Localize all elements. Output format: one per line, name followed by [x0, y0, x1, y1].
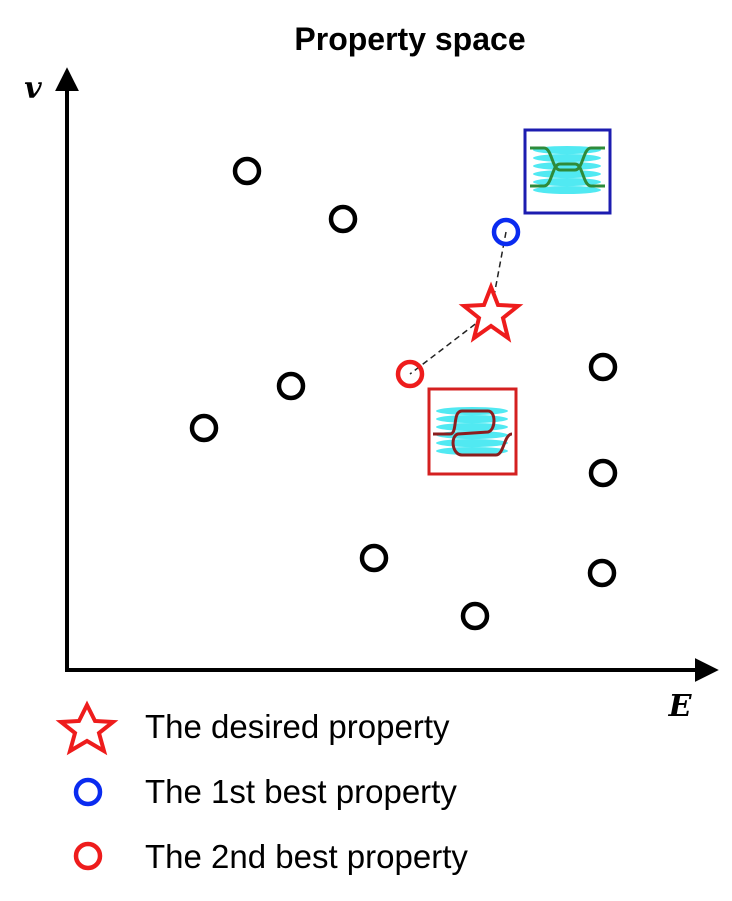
x-axis-label: E — [668, 689, 693, 724]
legend-red-circle-icon — [73, 841, 103, 871]
best-2-point — [395, 359, 425, 389]
candidate-point — [189, 413, 219, 443]
legend-label-best-2: The 2nd best property — [145, 838, 468, 875]
candidate-point — [588, 352, 618, 382]
legend-star-icon — [55, 700, 119, 756]
candidate-point — [328, 204, 358, 234]
legend-label-desired: The desired property — [145, 708, 450, 745]
candidate-point — [359, 543, 389, 573]
legend-label-best-1: The 1st best property — [145, 773, 457, 810]
y-axis-label: v — [24, 71, 42, 106]
candidate-point — [588, 458, 618, 488]
diagram-title: Property space — [294, 21, 525, 57]
candidate-points — [189, 156, 618, 631]
candidate-point — [276, 371, 306, 401]
legend-item-best-1: The 1st best property — [73, 773, 457, 810]
structure-inset-1 — [523, 128, 612, 215]
legend: The desired property The 1st best proper… — [55, 700, 468, 875]
legend-item-best-2: The 2nd best property — [73, 838, 468, 875]
candidate-point — [587, 558, 617, 588]
candidate-point — [460, 601, 490, 631]
desired-property-star — [458, 281, 524, 343]
structure-inset-2 — [427, 387, 518, 476]
legend-blue-circle-icon — [73, 777, 103, 807]
legend-item-desired: The desired property — [55, 700, 450, 756]
connector-best-2 — [409, 311, 492, 375]
candidate-point — [232, 156, 262, 186]
best-1-point — [491, 217, 521, 247]
